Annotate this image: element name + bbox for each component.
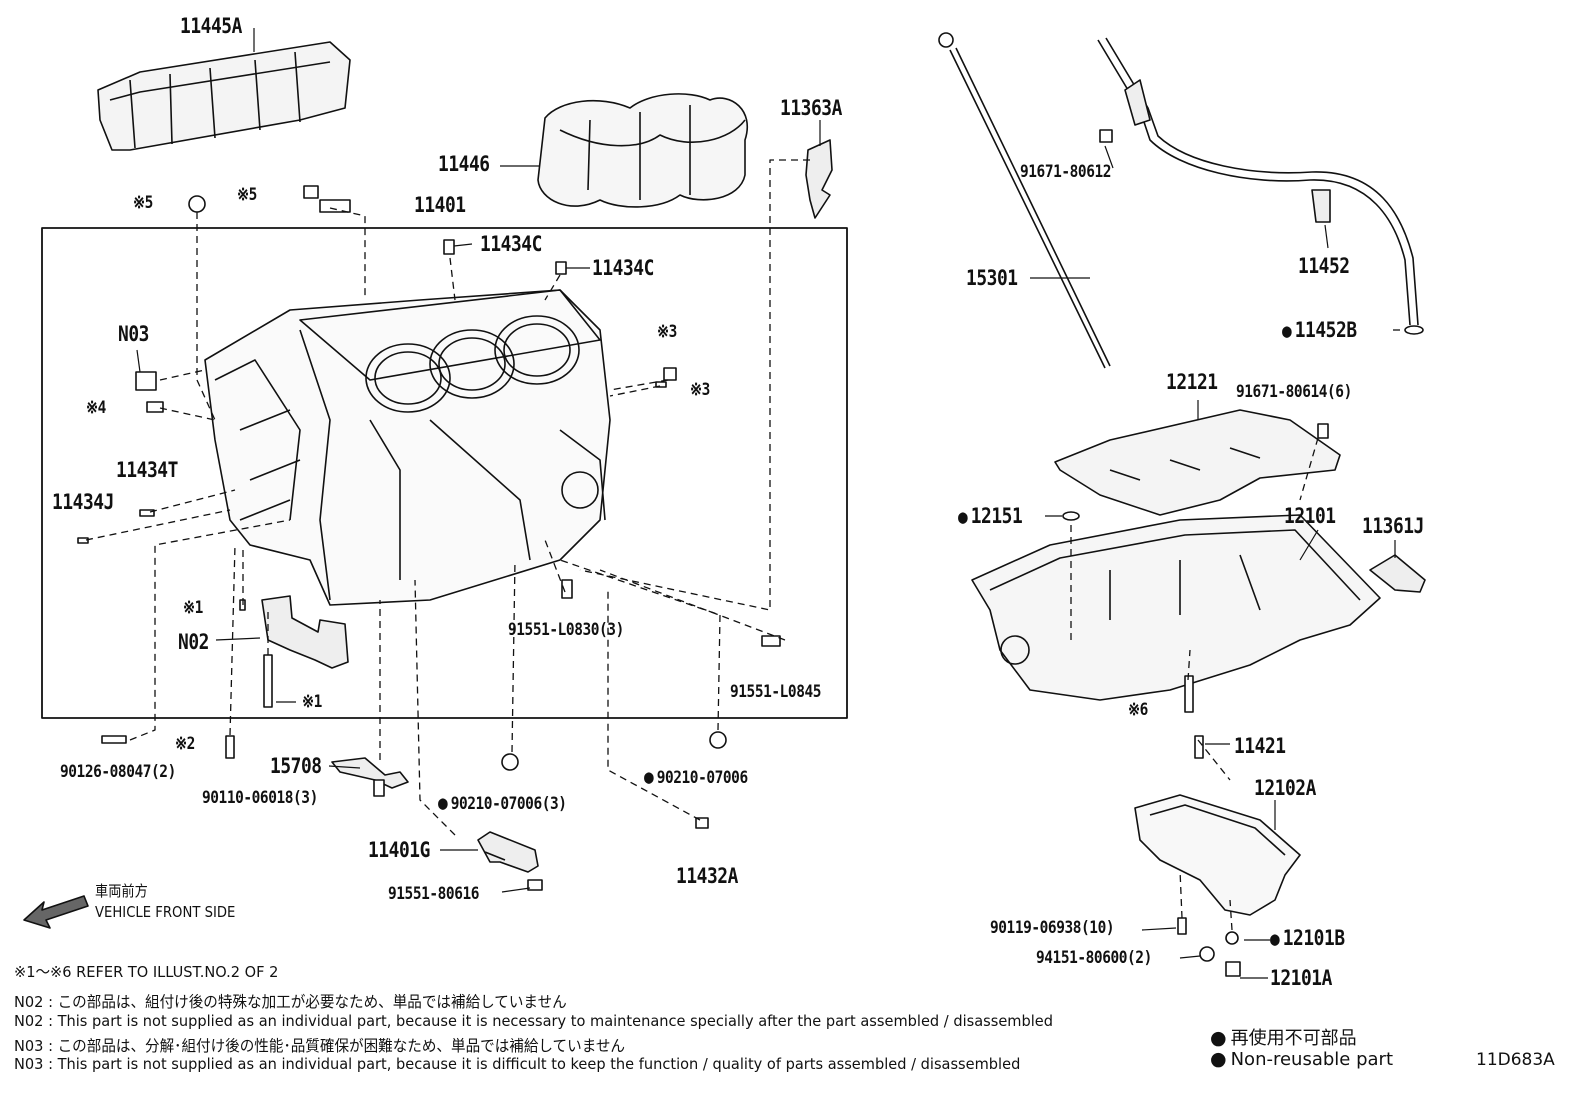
part-label-11434j: 11434J <box>52 490 114 514</box>
legend-non-reusable-jp: 再使用不可部品 <box>1210 1024 1357 1050</box>
ref-mark-1-a: ※1 <box>183 598 203 618</box>
part-label-12101b: 12101B <box>1270 926 1345 950</box>
vehicle-front-arrow-icon <box>23 895 89 929</box>
part-label-94151-80600: 94151-80600(2) <box>1036 948 1152 968</box>
part-label-91551-80616: 91551-80616 <box>388 884 480 904</box>
cover-11361j-drawing <box>1369 554 1426 593</box>
legend-non-reusable-en: Non-reusable part <box>1210 1048 1393 1070</box>
legend-text-jp: 再使用不可部品 <box>1230 1028 1357 1049</box>
part-label-15301: 15301 <box>966 266 1018 290</box>
part-label-11432a: 11432A <box>676 864 738 888</box>
part-label-12151: 12151 <box>958 504 1023 528</box>
part-label-11421: 11421 <box>1234 734 1286 758</box>
ref-mark-5-a: ※5 <box>133 193 153 213</box>
vehicle-front-label-en: VEHICLE FRONT SIDE <box>95 903 236 921</box>
part-label-12121: 12121 <box>1166 370 1218 394</box>
part-label-11401: 11401 <box>414 193 466 217</box>
legend-text-en: Non-reusable part <box>1230 1049 1394 1070</box>
ref-mark-3-a: ※3 <box>657 322 677 342</box>
ref-mark-2: ※2 <box>175 734 195 754</box>
insulator-11446-drawing <box>537 93 748 208</box>
part-label-11363a: 11363A <box>780 96 842 120</box>
part-label-91551-l0830: 91551-L0830(3) <box>508 620 624 640</box>
dipstick-15301-drawing <box>938 32 1111 369</box>
part-label-90210-07006-3: 90210-07006(3) <box>438 792 567 814</box>
part-label-90119-06938: 90119-06938(10) <box>990 918 1115 938</box>
sensor-11401g-drawing <box>477 831 539 873</box>
bearing-cap-n02-drawing <box>261 595 349 669</box>
illustration-code: 11D683A <box>1476 1050 1555 1070</box>
engine-block-group-frame <box>41 227 848 719</box>
part-label-11434c-a: 11434C <box>480 232 542 256</box>
oil-pan-12102a-drawing <box>1134 794 1301 916</box>
refer-note: ※1～※6 REFER TO ILLUST.NO.2 OF 2 <box>14 963 279 981</box>
part-label-90126-08047: 90126-08047(2) <box>60 762 176 782</box>
part-label-15708: 15708 <box>270 754 322 778</box>
part-label-90110-06018: 90110-06018(3) <box>202 788 318 808</box>
note-n02-jp: N02 : この部品は、組付け後の特殊な加工が必要なため、単品では補給していませ… <box>14 993 567 1011</box>
note-n02-en: N02 : This part is not supplied as an in… <box>14 1012 1053 1030</box>
part-label-11401g: 11401G <box>368 838 430 862</box>
part-label-11445a: 11445A <box>180 14 242 38</box>
part-label-90210-07006: 90210-07006 <box>644 766 748 788</box>
note-label-n02: N02 <box>178 630 209 654</box>
note-n03-jp: N03 : この部品は、分解･組付け後の性能･品質確保が困難なため、単品では補給… <box>14 1037 625 1055</box>
oil-pan-12101-drawing <box>971 514 1381 701</box>
ref-mark-3-b: ※3 <box>690 380 710 400</box>
ref-mark-6: ※6 <box>1128 700 1148 720</box>
note-label-n03: N03 <box>118 322 149 346</box>
bracket-11363a-drawing <box>805 139 833 219</box>
part-label-12102a: 12102A <box>1254 776 1316 800</box>
part-label-91671-80614: 91671-80614(6) <box>1236 382 1352 402</box>
part-label-11446: 11446 <box>438 152 490 176</box>
vehicle-front-label-jp: 車両前方 <box>95 882 148 900</box>
part-label-91671-80612: 91671-80612 <box>1020 162 1112 182</box>
baffle-plate-12121-drawing <box>1054 409 1341 516</box>
insulator-11445a-drawing <box>97 41 351 151</box>
dipstick-guide-11452-drawing <box>1097 37 1424 335</box>
small-fasteners <box>77 129 1329 977</box>
part-label-11434c-b: 11434C <box>592 256 654 280</box>
part-label-11434t: 11434T <box>116 458 178 482</box>
part-label-12101a: 12101A <box>1270 966 1332 990</box>
ref-mark-5-b: ※5 <box>237 185 257 205</box>
bracket-15708-drawing <box>331 757 409 789</box>
ref-mark-4: ※4 <box>86 398 106 418</box>
note-n03-en: N03 : This part is not supplied as an in… <box>14 1055 1021 1073</box>
part-label-11452b: 11452B <box>1282 318 1357 342</box>
ref-mark-1-b: ※1 <box>302 692 322 712</box>
part-label-11452: 11452 <box>1298 254 1350 278</box>
part-label-11361j: 11361J <box>1362 514 1424 538</box>
part-label-12101: 12101 <box>1284 504 1336 528</box>
part-label-91551-l0845: 91551-L0845 <box>730 682 822 702</box>
cylinder-block-drawing <box>204 289 611 606</box>
